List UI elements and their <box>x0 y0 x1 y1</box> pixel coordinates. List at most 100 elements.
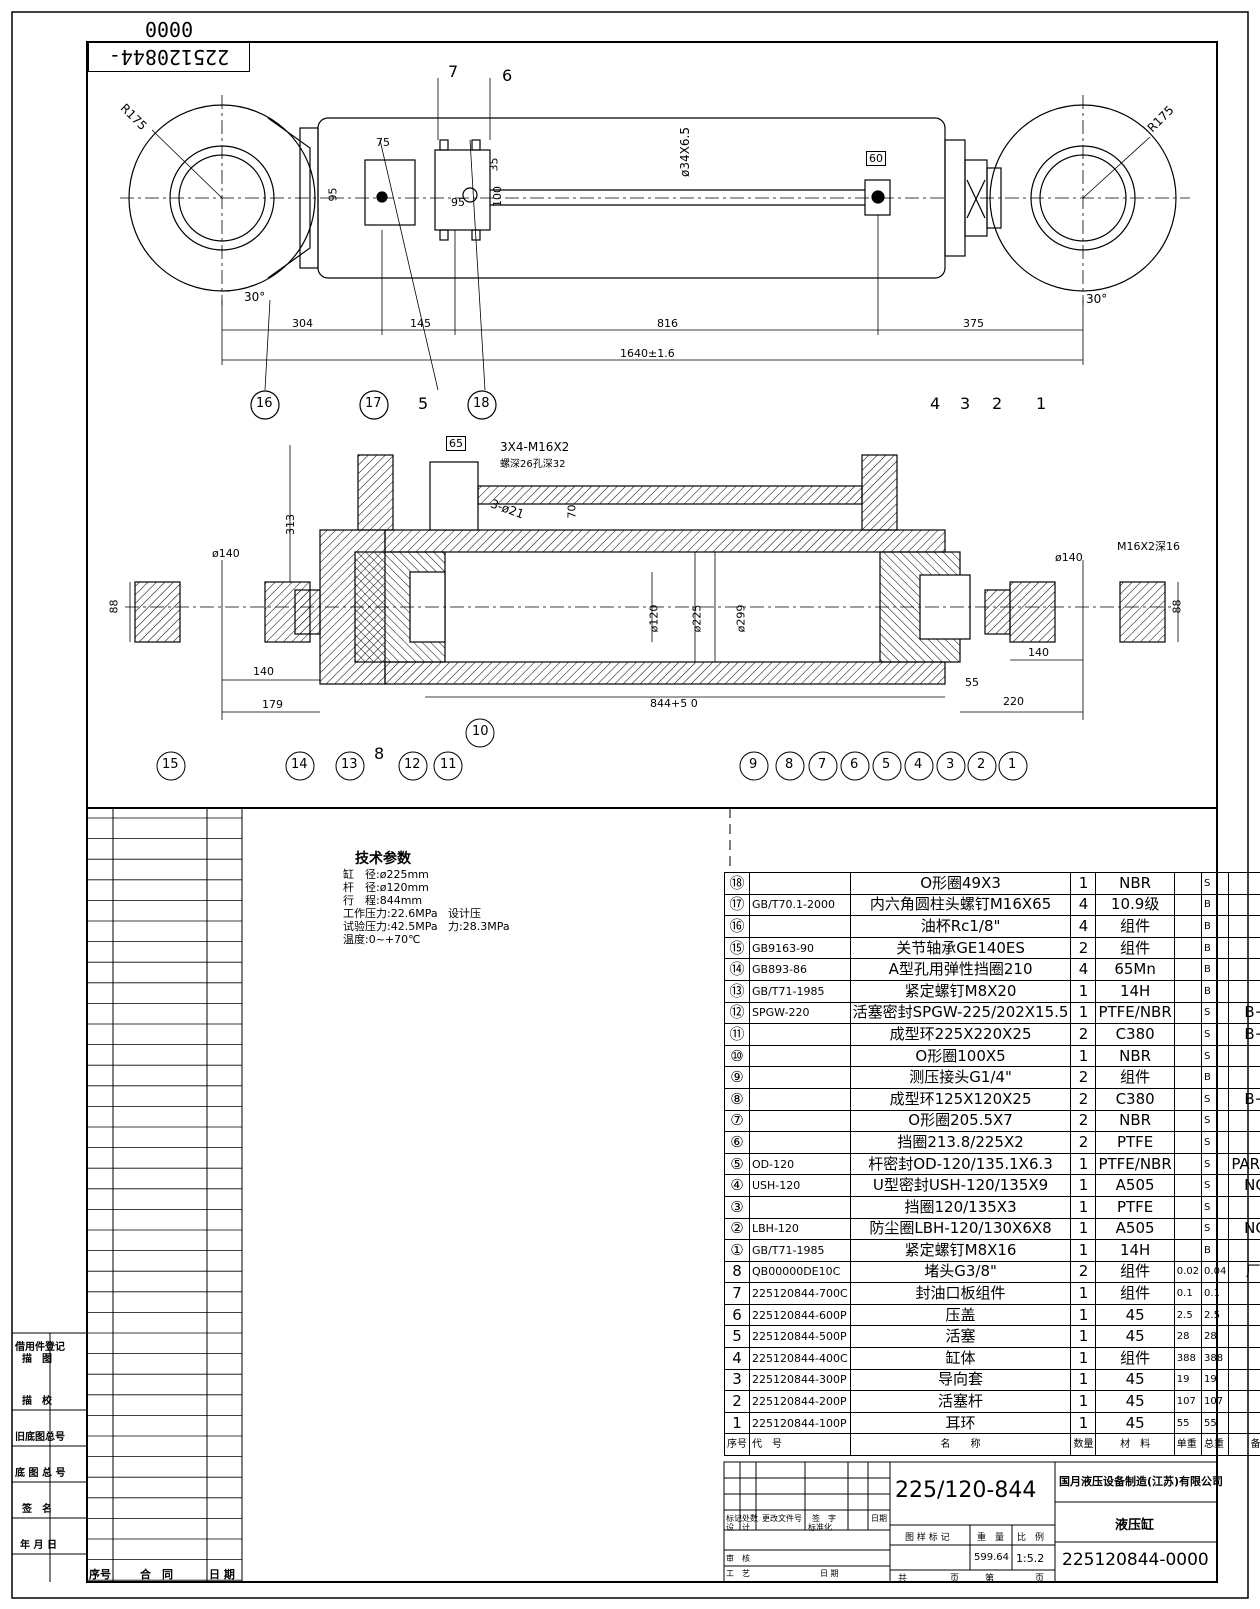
bom-cell-mat: 45 <box>1095 1411 1175 1435</box>
bom-cell-note <box>1228 1195 1260 1219</box>
bom-cell-note: B+S <box>1228 1001 1260 1025</box>
callout-4: 4 <box>930 394 941 413</box>
dim-313: 313 <box>284 514 297 535</box>
bom-cell-mat: 组件 <box>1095 1282 1175 1305</box>
bom-cell-name: 防尘圈LBH-120/130X6X8 <box>849 1217 1072 1241</box>
contract-label: 合 同 <box>140 1568 173 1581</box>
bom-cell-code: GB/T71-1985 <box>749 979 851 1003</box>
sign-label: 签 名 <box>22 1504 52 1515</box>
bom-cell-w1 <box>1173 893 1203 917</box>
bom-cell-note <box>1228 1239 1260 1262</box>
bom-cell-w2: S <box>1201 1087 1230 1111</box>
bom-cell-w1 <box>1173 979 1203 1003</box>
bom-cell-qty: 4 <box>1070 958 1097 981</box>
bom-cell-code: SPGW-220 <box>749 1001 851 1025</box>
tech-value: 22.6MPa <box>390 907 438 920</box>
bom-cell-note <box>1228 1411 1260 1435</box>
overall-length: 1640±1.6 <box>620 347 675 360</box>
bom-cell-note: 备注 <box>1228 1433 1260 1457</box>
bom-cell-note: B+S <box>1228 1023 1260 1046</box>
bom-cell-w2: S <box>1201 872 1230 895</box>
top-view <box>120 78 1190 420</box>
bom-cell-name: 名 称 <box>849 1433 1072 1457</box>
bom-cell-code: 225120844-400C <box>749 1347 851 1370</box>
bom-cell-no: ⑮ <box>724 936 750 960</box>
draw-label: 描 图 <box>22 1354 52 1365</box>
bom-cell-w2: B <box>1201 1239 1230 1262</box>
tb-header: 日 期 <box>820 1569 839 1578</box>
balloon <box>250 390 280 420</box>
bom-cell-code: 225120844-700C <box>749 1282 851 1305</box>
bom-cell-w2: B <box>1201 1066 1230 1089</box>
bom-cell-qty: 数量 <box>1070 1433 1097 1457</box>
left-strip <box>12 808 243 1582</box>
section-balloons <box>156 718 1028 781</box>
bom-cell-mat: 组件 <box>1095 936 1175 960</box>
bom-cell-qty: 1 <box>1070 1303 1097 1327</box>
bom-cell-note <box>1228 872 1260 895</box>
bom-cell-name: 测压接头G1/4" <box>849 1066 1072 1089</box>
dim-140a: ø140 <box>212 547 240 560</box>
bom-cell-w2: S <box>1201 1109 1230 1133</box>
angle-left: 30° <box>244 290 266 304</box>
bom-cell-code: 225120844-200P <box>749 1390 851 1413</box>
dim-88a: 88 <box>107 599 121 614</box>
balloon-16: 16 <box>256 396 273 411</box>
date2-label: 日 期 <box>209 1568 235 1581</box>
bom-cell-w2: B <box>1201 958 1230 981</box>
bom-cell-w2: 19 <box>1201 1368 1230 1392</box>
bom-cell-qty: 1 <box>1070 1001 1097 1025</box>
balloon <box>359 390 389 420</box>
balloon-4: 4 <box>914 757 923 772</box>
tb-header: 标准化 <box>808 1523 832 1532</box>
callout-8: 8 <box>374 744 385 763</box>
bom-cell-qty: 1 <box>1070 1217 1097 1241</box>
bom-cell-w2: S <box>1201 1023 1230 1046</box>
m16-thread: M16X2深16 <box>1117 540 1181 553</box>
bom-cell-name: 油杯Rc1/8" <box>849 915 1072 938</box>
bom-cell-name: 堵头G3/8" <box>849 1260 1072 1284</box>
bom-cell-qty: 4 <box>1070 893 1097 917</box>
bom-cell-w1: 19 <box>1173 1368 1203 1392</box>
balloon-7: 7 <box>818 757 827 772</box>
tech-label: 行 程: <box>343 894 380 907</box>
bom-cell-w1 <box>1173 1195 1203 1219</box>
bom-cell-note <box>1228 936 1260 960</box>
bom-cell-mat: 组件 <box>1095 1066 1175 1089</box>
bom-cell-name: 耳环 <box>849 1411 1072 1435</box>
tech-label: 杆 径: <box>343 881 380 894</box>
model-number: 225/120-844 <box>895 1478 1037 1503</box>
bom-cell-qty: 1 <box>1070 1044 1097 1068</box>
bom-cell-w1 <box>1173 1131 1203 1154</box>
bom-cell-no: ⑥ <box>724 1131 750 1154</box>
tech-label: 缸 径: <box>343 868 380 881</box>
bom-cell-no: ⑤ <box>724 1152 750 1176</box>
bom-cell-w2: S <box>1201 1131 1230 1154</box>
bom-cell-mat: NBR <box>1095 1044 1175 1068</box>
tech-value: 42.5MPa <box>390 920 438 933</box>
bom-cell-qty: 1 <box>1070 1282 1097 1305</box>
tech-value: 0~+70℃ <box>368 933 421 946</box>
bom-cell-qty: 2 <box>1070 1087 1097 1111</box>
bom-cell-no: ⑦ <box>724 1109 750 1133</box>
thread-depth: 螺深26孔深32 <box>500 459 566 470</box>
bom-cell-qty: 4 <box>1070 915 1097 938</box>
bom-cell-qty: 1 <box>1070 1174 1097 1197</box>
bom-cell-code: GB/T71-1985 <box>749 1239 851 1262</box>
bom-cell-w2: 388 <box>1201 1347 1230 1370</box>
part-name: 液压缸 <box>1115 1518 1155 1533</box>
bom-cell-qty: 1 <box>1070 1325 1097 1349</box>
tb-header: 工 艺 <box>726 1569 750 1578</box>
bom-cell-no: 6 <box>724 1303 750 1327</box>
tech-label: 工作压力: <box>343 907 391 920</box>
bom-cell-mat: 45 <box>1095 1390 1175 1413</box>
old-number-label: 旧底图总号 <box>15 1432 65 1443</box>
